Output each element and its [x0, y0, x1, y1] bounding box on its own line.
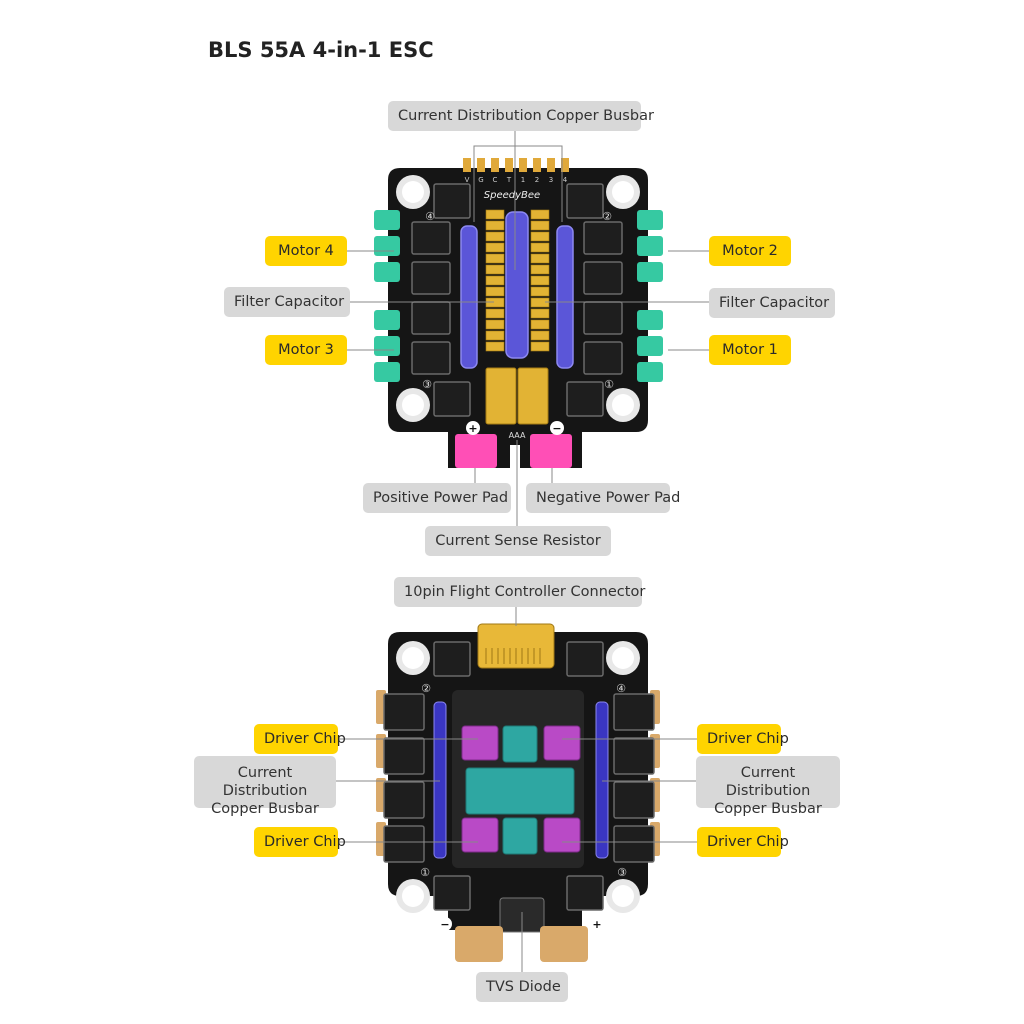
bottom-negative-symbol: −: [440, 918, 449, 931]
top-corner-num-4: ④: [425, 210, 435, 223]
callout-driver-chip-tr: Driver Chip: [697, 724, 789, 754]
pin-label-1: 1: [521, 176, 525, 184]
bottom-corner-num-3: ③: [617, 866, 627, 879]
pin-label-c: C: [493, 176, 498, 184]
top-corner-num-3: ③: [422, 378, 432, 391]
callout-current-sense-resistor: Current Sense Resistor: [425, 526, 611, 556]
pin-label-3: 3: [549, 176, 553, 184]
callout-negative-power-pad: Negative Power Pad: [526, 483, 680, 513]
callout-positive-power-pad: Positive Power Pad: [363, 483, 511, 513]
copper-busbars-top: [460, 211, 574, 369]
pin-label-t: T: [506, 176, 512, 184]
pin-label-4: 4: [563, 176, 568, 184]
fc-connector-pins: [485, 648, 541, 664]
bottom-corner-num-2: ②: [421, 682, 431, 695]
mounting-holes-top: [396, 175, 640, 422]
callout-driver-chip-br: Driver Chip: [697, 827, 789, 857]
positive-symbol: +: [468, 422, 477, 435]
busbar-left-line2: Copper Busbar: [211, 801, 319, 817]
pin-label-v: V: [465, 176, 470, 184]
top-corner-num-2: ②: [602, 210, 612, 223]
callout-motor-3: Motor 3: [265, 335, 347, 365]
leader-lines-top: [340, 130, 712, 528]
callout-driver-chip-bl: Driver Chip: [254, 827, 346, 857]
callout-busbar-top: Current Distribution Copper Busbar: [388, 101, 654, 131]
callout-motor-1: Motor 1: [709, 335, 791, 365]
copper-busbars-bottom: [433, 701, 609, 859]
top-board: V G C T 1 2 3 4 SpeedyBee: [340, 130, 712, 528]
power-pads-top: [455, 421, 572, 468]
mosfets-top: [411, 183, 623, 417]
power-pads-bottom: [455, 926, 588, 962]
bottom-corner-num-1: ①: [420, 866, 430, 879]
bottom-board: ② ④ ① ③ − +: [336, 606, 698, 972]
filter-capacitors-top: [485, 209, 550, 352]
pin-label-2: 2: [535, 176, 539, 184]
mcu-cluster: [465, 725, 575, 855]
top-corner-num-1: ①: [604, 378, 614, 391]
bulk-capacitors-top: [485, 367, 549, 425]
callout-motor-4: Motor 4: [265, 236, 347, 266]
sense-resistor-mark: AAA: [509, 431, 526, 440]
callout-filter-capacitor-left: Filter Capacitor: [224, 287, 350, 317]
busbar-left-line1: Current Distribution: [222, 765, 308, 799]
bottom-positive-symbol: +: [592, 918, 601, 931]
mounting-holes-bottom: [396, 641, 640, 913]
busbar-right-line1: Current Distribution: [725, 765, 811, 799]
pin-label-g: G: [478, 176, 483, 184]
leader-lines-bottom: [336, 606, 698, 972]
bottom-corner-num-4: ④: [616, 682, 626, 695]
brand-logo: SpeedyBee: [484, 190, 540, 201]
callout-driver-chip-tl: Driver Chip: [254, 724, 346, 754]
callout-fc-connector: 10pin Flight Controller Connector: [394, 577, 645, 607]
busbar-right-line2: Copper Busbar: [714, 801, 822, 817]
negative-symbol: −: [552, 422, 561, 435]
page-title: BLS 55A 4-in-1 ESC: [208, 38, 434, 62]
callout-filter-capacitor-right: Filter Capacitor: [709, 288, 835, 318]
top-pin-header: [463, 158, 569, 172]
mosfets-bottom: [383, 641, 655, 911]
driver-chips: [461, 725, 581, 853]
callout-motor-2: Motor 2: [709, 236, 791, 266]
motor-pads-top: [374, 210, 663, 382]
callout-tvs-diode: TVS Diode: [476, 972, 568, 1002]
